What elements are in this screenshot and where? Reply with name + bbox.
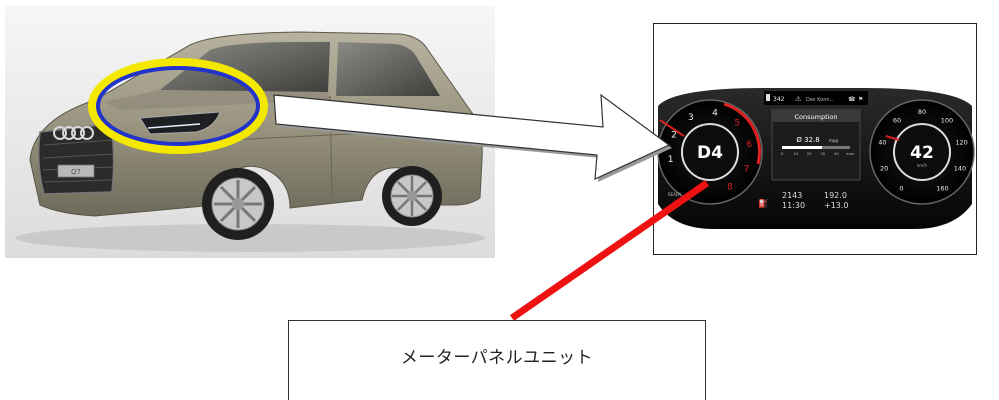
tachometer: 1 2 3 4 5 6 7 8 D4 READY bbox=[657, 99, 763, 205]
pointer-arrow bbox=[273, 93, 671, 180]
speed-tick-label-6: 120 bbox=[955, 138, 967, 146]
callout-label: メーターパネルユニット bbox=[400, 348, 594, 368]
headlight bbox=[139, 111, 221, 135]
flag-icon: ⚑ bbox=[858, 96, 863, 103]
clock-readout: 11:30 bbox=[782, 201, 805, 210]
highlight-ring-outer bbox=[88, 58, 268, 154]
bar-scale-label-1: 10 bbox=[793, 152, 798, 156]
consumption-unit: mpg bbox=[829, 138, 838, 143]
range-readout: 342 bbox=[773, 96, 785, 103]
trip-readout: 192.0 bbox=[824, 191, 847, 200]
instrument-cluster: 1 2 3 4 5 6 7 8 D4 READY 0 20 40 60 80 100 120 140 160 … bbox=[657, 88, 975, 229]
speed-readout: 42 bbox=[910, 143, 934, 163]
speed-tick-label-7: 140 bbox=[954, 165, 966, 173]
tach-tick-label-1: 2 bbox=[671, 131, 677, 141]
bar-scale-label-4: 40 bbox=[834, 152, 839, 156]
speed-tick-label-0: 0 bbox=[899, 185, 903, 193]
outside-temp-readout: +13.0 bbox=[824, 201, 849, 210]
info-title: Consumption bbox=[794, 113, 837, 121]
tach-tick-label-2: 3 bbox=[688, 113, 694, 123]
speedometer: 0 20 40 60 80 100 120 140 160 42 km/h bbox=[869, 99, 975, 205]
speed-tick-label-5: 100 bbox=[941, 117, 953, 125]
phone-icon: ☎ bbox=[848, 96, 856, 103]
front-wheel bbox=[202, 168, 274, 240]
bar-scale-label-2: 20 bbox=[807, 152, 812, 156]
tach-tick-label-4: 5 bbox=[734, 119, 740, 129]
tach-tick-label-0: 1 bbox=[668, 155, 674, 165]
bottom-readouts: 2143 11:30 192.0 +13.0 ⛽ bbox=[758, 191, 849, 210]
highlight-ring-inner bbox=[96, 66, 260, 146]
fuel-pump-icon: ⛽ bbox=[758, 198, 768, 208]
bar-scale-label-3: 30 bbox=[821, 152, 826, 156]
license-plate bbox=[57, 164, 95, 178]
consumption-value: Ø 32.8 bbox=[796, 136, 819, 144]
tach-tick-label-5: 6 bbox=[746, 140, 752, 150]
leader-line bbox=[510, 180, 709, 321]
speed-tick-label-1: 20 bbox=[880, 165, 888, 173]
consumption-bar-fill bbox=[782, 146, 822, 149]
speed-unit: km/h bbox=[917, 163, 928, 168]
license-plate-text: Q7 bbox=[71, 168, 81, 176]
tach-tick-label-3: 4 bbox=[712, 108, 718, 118]
warning-icon: ⚠ bbox=[795, 95, 802, 103]
bar-scale-label-5: max bbox=[846, 152, 855, 156]
speed-tick-label-8: 160 bbox=[936, 185, 948, 193]
tach-tick-label-6: 7 bbox=[744, 165, 750, 175]
bar-scale-label-0: 0 bbox=[781, 152, 784, 156]
rings-logo-icon bbox=[53, 126, 94, 140]
speed-tick-label-4: 80 bbox=[918, 108, 926, 116]
rear-wheel bbox=[382, 166, 442, 226]
odometer-readout: 2143 bbox=[782, 191, 802, 200]
speed-tick-label-2: 40 bbox=[878, 138, 886, 146]
status-bar: 342 ⚠ Des Konn... ☎ ⚑ bbox=[764, 91, 868, 105]
speed-tick-label-3: 60 bbox=[893, 117, 901, 125]
tach-tick-label-7: 8 bbox=[727, 183, 733, 193]
callout-box: メーターパネルユニット bbox=[288, 320, 706, 400]
gear-indicator: D4 bbox=[697, 143, 723, 163]
info-panel: Consumption Ø 32.8 mpg 0 10 20 30 40 max bbox=[771, 109, 861, 181]
ready-label: READY bbox=[668, 192, 682, 197]
destination-readout: Des Konn... bbox=[806, 97, 835, 103]
